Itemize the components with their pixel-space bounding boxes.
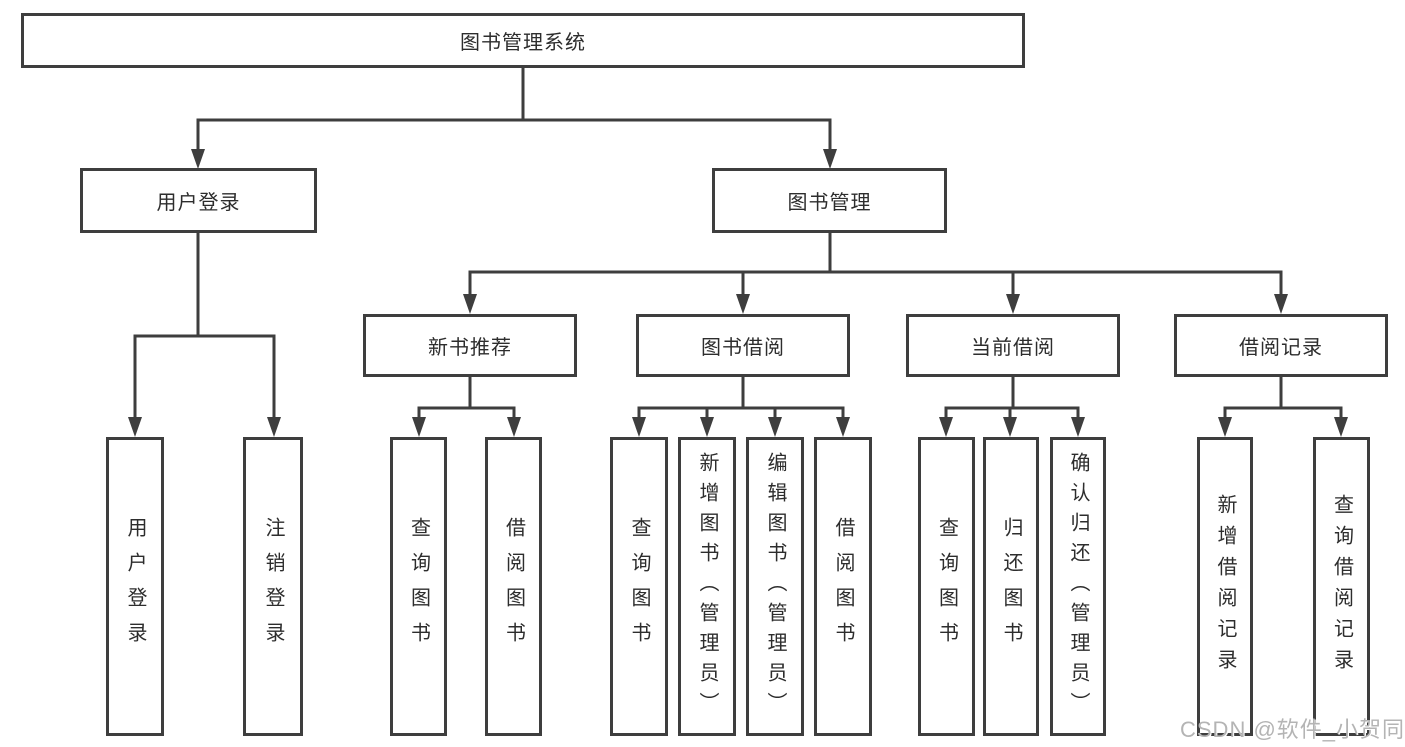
leaf-current-confirm: 确认归还（管理员） <box>1050 437 1106 736</box>
arrowhead-icon <box>1003 417 1017 437</box>
arrowhead-icon <box>1006 294 1020 314</box>
node-root: 图书管理系统 <box>21 13 1025 68</box>
leaf-current-confirm-label: 确认归还（管理员） <box>1067 451 1089 722</box>
connector-book-borrow-split <box>632 377 850 437</box>
node-book-mgmt: 图书管理 <box>712 168 947 233</box>
arrowhead-icon <box>191 149 205 169</box>
arrowhead-icon <box>1071 417 1085 437</box>
node-user-login-label: 用户登录 <box>156 192 241 214</box>
leaf-newbooks-borrow-label: 借阅图书 <box>502 516 525 657</box>
arrowhead-icon <box>128 417 142 437</box>
leaf-user-login: 用户登录 <box>106 437 164 736</box>
leaf-logout-label: 注销登录 <box>262 516 284 657</box>
node-new-books-label: 新书推荐 <box>428 337 512 359</box>
leaf-borrow-edit: 编辑图书（管理员） <box>746 437 804 736</box>
node-book-borrow: 图书借阅 <box>636 314 850 377</box>
leaf-newbooks-query-label: 查询图书 <box>407 516 430 657</box>
watermark: CSDN @软件_小贺同学 <box>1180 717 1405 742</box>
leaf-borrow-edit-label: 编辑图书（管理员） <box>764 451 786 722</box>
node-borrow-records: 借阅记录 <box>1174 314 1388 377</box>
leaf-current-return-label: 归还图书 <box>1000 516 1022 657</box>
node-book-borrow-label: 图书借阅 <box>701 337 785 359</box>
leaf-records-add-label: 新增借阅记录 <box>1214 493 1236 680</box>
leaf-newbooks-query: 查询图书 <box>390 437 447 736</box>
leaf-logout: 注销登录 <box>243 437 303 736</box>
connector-new-books-split <box>412 377 521 437</box>
arrowhead-icon <box>768 417 782 437</box>
node-user-login: 用户登录 <box>80 168 317 233</box>
connector-user-login-split <box>128 233 281 437</box>
arrowhead-icon <box>836 417 850 437</box>
leaf-borrow-borrow-label: 借阅图书 <box>832 516 854 657</box>
node-borrow-records-label: 借阅记录 <box>1239 337 1323 359</box>
arrowhead-icon <box>939 417 953 437</box>
leaf-records-query: 查询借阅记录 <box>1313 437 1370 736</box>
connector-root-split <box>191 68 837 169</box>
node-current-borrow-label: 当前借阅 <box>971 337 1055 359</box>
connector-book-mgmt-split <box>463 233 1288 314</box>
arrowhead-icon <box>1218 417 1232 437</box>
leaf-borrow-add: 新增图书（管理员） <box>678 437 736 736</box>
leaf-borrow-add-label: 新增图书（管理员） <box>696 451 718 722</box>
leaf-borrow-query: 查询图书 <box>610 437 668 736</box>
arrowhead-icon <box>507 417 521 437</box>
leaf-current-query-label: 查询图书 <box>935 516 958 657</box>
arrowhead-icon <box>463 294 477 314</box>
arrowhead-icon <box>632 417 646 437</box>
arrowhead-icon <box>700 417 714 437</box>
leaf-newbooks-borrow: 借阅图书 <box>485 437 542 736</box>
connector-current-borrow-split <box>939 377 1085 437</box>
arrowhead-icon <box>736 294 750 314</box>
leaf-current-return: 归还图书 <box>983 437 1039 736</box>
leaf-borrow-borrow: 借阅图书 <box>814 437 872 736</box>
arrowhead-icon <box>823 149 837 169</box>
leaf-records-query-label: 查询借阅记录 <box>1330 493 1353 680</box>
arrowhead-icon <box>1274 294 1288 314</box>
arrowhead-icon <box>1334 417 1348 437</box>
arrowhead-icon <box>267 417 281 437</box>
node-new-books: 新书推荐 <box>363 314 577 377</box>
leaf-borrow-query-label: 查询图书 <box>628 516 650 657</box>
node-root-label: 图书管理系统 <box>460 32 586 54</box>
leaf-records-add: 新增借阅记录 <box>1197 437 1253 736</box>
leaf-user-login-label: 用户登录 <box>124 516 146 657</box>
node-current-borrow: 当前借阅 <box>906 314 1120 377</box>
node-book-mgmt-label: 图书管理 <box>787 192 872 214</box>
connector-borrow-records-split <box>1218 377 1348 437</box>
arrowhead-icon <box>412 417 426 437</box>
leaf-current-query: 查询图书 <box>918 437 975 736</box>
